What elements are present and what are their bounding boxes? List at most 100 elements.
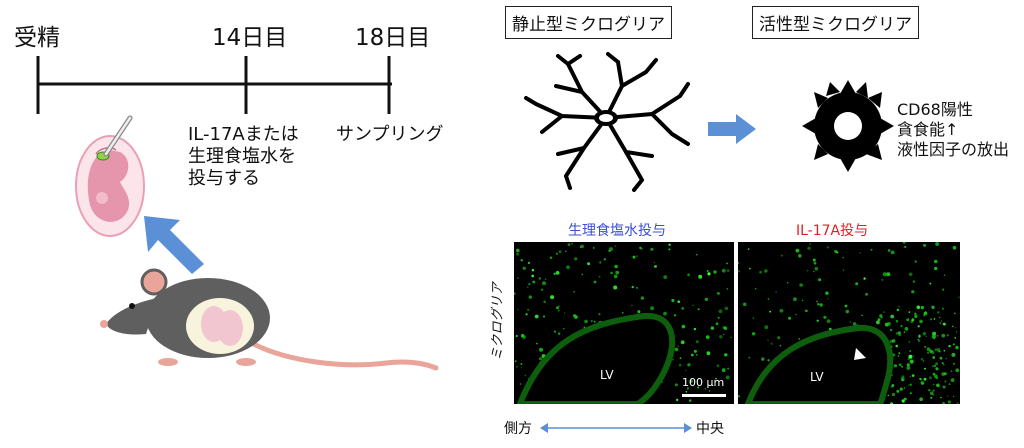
fluorescence-speck (925, 335, 928, 338)
fluorescence-speck (909, 375, 911, 378)
fluorescence-speck (553, 330, 556, 333)
fluorescence-speck (707, 272, 711, 276)
fluorescence-speck (688, 399, 692, 402)
fluorescence-speck (528, 295, 532, 299)
fluorescence-speck (928, 376, 932, 380)
fluorescence-speck (730, 336, 732, 339)
fluorescence-speck (951, 352, 956, 357)
fluorescence-speck (924, 345, 927, 348)
fluorescence-speck (903, 397, 907, 401)
fluorescence-speck (911, 318, 915, 322)
fertilization-label: 受精 (14, 25, 60, 51)
arrowhead-marker (854, 348, 866, 360)
fluorescence-speck (654, 265, 657, 268)
fluorescence-speck (923, 243, 927, 247)
fluorescence-speck (886, 272, 891, 277)
fluorescence-speck (520, 259, 523, 262)
fluorescence-speck (767, 339, 769, 341)
fluorescence-speck (955, 368, 960, 373)
fluorescence-speck (527, 261, 530, 264)
fluorescence-speck (515, 335, 518, 337)
fluorescence-speck (697, 308, 700, 311)
fluorescence-speck (689, 379, 693, 383)
fluorescence-speck (901, 365, 903, 368)
fluorescence-speck (908, 384, 910, 386)
fluorescence-speck (716, 364, 720, 368)
day18-label: 18日目 (355, 25, 431, 51)
fluorescence-speck (930, 350, 935, 355)
fluorescence-speck (897, 331, 901, 335)
fluorescence-speck (516, 365, 518, 368)
fluorescence-speck (887, 249, 891, 252)
fluorescence-speck (861, 314, 863, 316)
fluorescence-speck (887, 394, 889, 397)
scale-bar-label: 100 μm (682, 376, 725, 389)
fluorescence-speck (941, 362, 944, 364)
injection-arrow (144, 216, 204, 274)
fluorescence-speck (573, 314, 577, 318)
fluorescence-speck (517, 308, 519, 310)
fluorescence-speck (580, 244, 584, 249)
feature-phagocytosis: 貪食能↑ (897, 120, 959, 139)
fluorescence-speck (935, 242, 939, 246)
fluorescence-speck (798, 338, 801, 340)
fluorescence-speck (795, 248, 800, 253)
fluorescence-speck (686, 387, 689, 390)
fluorescence-speck (567, 243, 571, 246)
fluorescence-speck (911, 290, 915, 294)
fluorescence-speck (948, 383, 951, 385)
fluorescence-speck (823, 315, 827, 319)
fluorescence-speck (845, 309, 850, 314)
fluorescence-speck (519, 383, 522, 385)
fluorescence-speck (908, 354, 913, 359)
fluorescence-speck (938, 350, 941, 353)
fluorescence-speck (909, 350, 912, 352)
fluorescence-speck (954, 327, 957, 329)
fluorescence-speck (721, 268, 726, 273)
fluorescence-speck (911, 374, 915, 377)
fluorescence-speck (640, 296, 645, 300)
fluorescence-speck (917, 325, 920, 328)
fluorescence-speck (932, 331, 937, 336)
fluorescence-speck (890, 402, 893, 404)
fluorescence-speck (895, 319, 899, 323)
fluorescence-speck (932, 372, 936, 376)
fluorescence-speck (887, 322, 891, 326)
fluorescence-speck (553, 272, 556, 275)
fluorescence-speck (695, 340, 699, 344)
fluorescence-speck (671, 298, 675, 303)
fluorescence-speck (930, 396, 933, 399)
fluorescence-speck (952, 245, 957, 250)
fluorescence-speck (788, 316, 792, 320)
fluorescence-speck (558, 305, 560, 307)
fluorescence-speck (882, 272, 887, 277)
fluorescence-speck (598, 313, 601, 316)
fluorescence-speck (923, 377, 927, 381)
fluorescence-speck (726, 288, 728, 290)
saline-lv-label: LV (600, 368, 614, 382)
fluorescence-speck (944, 380, 947, 383)
fluorescence-speck (726, 269, 730, 272)
fluorescence-speck (593, 320, 596, 323)
fluorescence-speck (816, 300, 818, 303)
fluorescence-speck (706, 270, 709, 272)
fluorescence-speck (904, 245, 907, 248)
fluorescence-speck (817, 303, 820, 306)
fluorescence-speck (904, 327, 909, 331)
fluorescence-speck (637, 310, 641, 314)
fluorescence-speck (827, 298, 829, 300)
fluorescence-speck (896, 390, 900, 393)
day14-label: 14日目 (212, 25, 288, 51)
fluorescence-speck (814, 266, 819, 271)
embryo-illustration (75, 115, 145, 237)
fluorescence-speck (563, 328, 565, 330)
fluorescence-speck (934, 348, 937, 351)
il17a-panel-title: IL-17A投与 (796, 223, 869, 239)
fluorescence-speck (677, 345, 679, 347)
fluorescence-speck (807, 246, 811, 250)
fluorescence-speck (917, 339, 921, 342)
fluorescence-speck (795, 313, 797, 316)
fluorescence-speck (650, 247, 654, 251)
fluorescence-speck (696, 254, 698, 256)
il17a-lv-label: LV (810, 370, 824, 384)
